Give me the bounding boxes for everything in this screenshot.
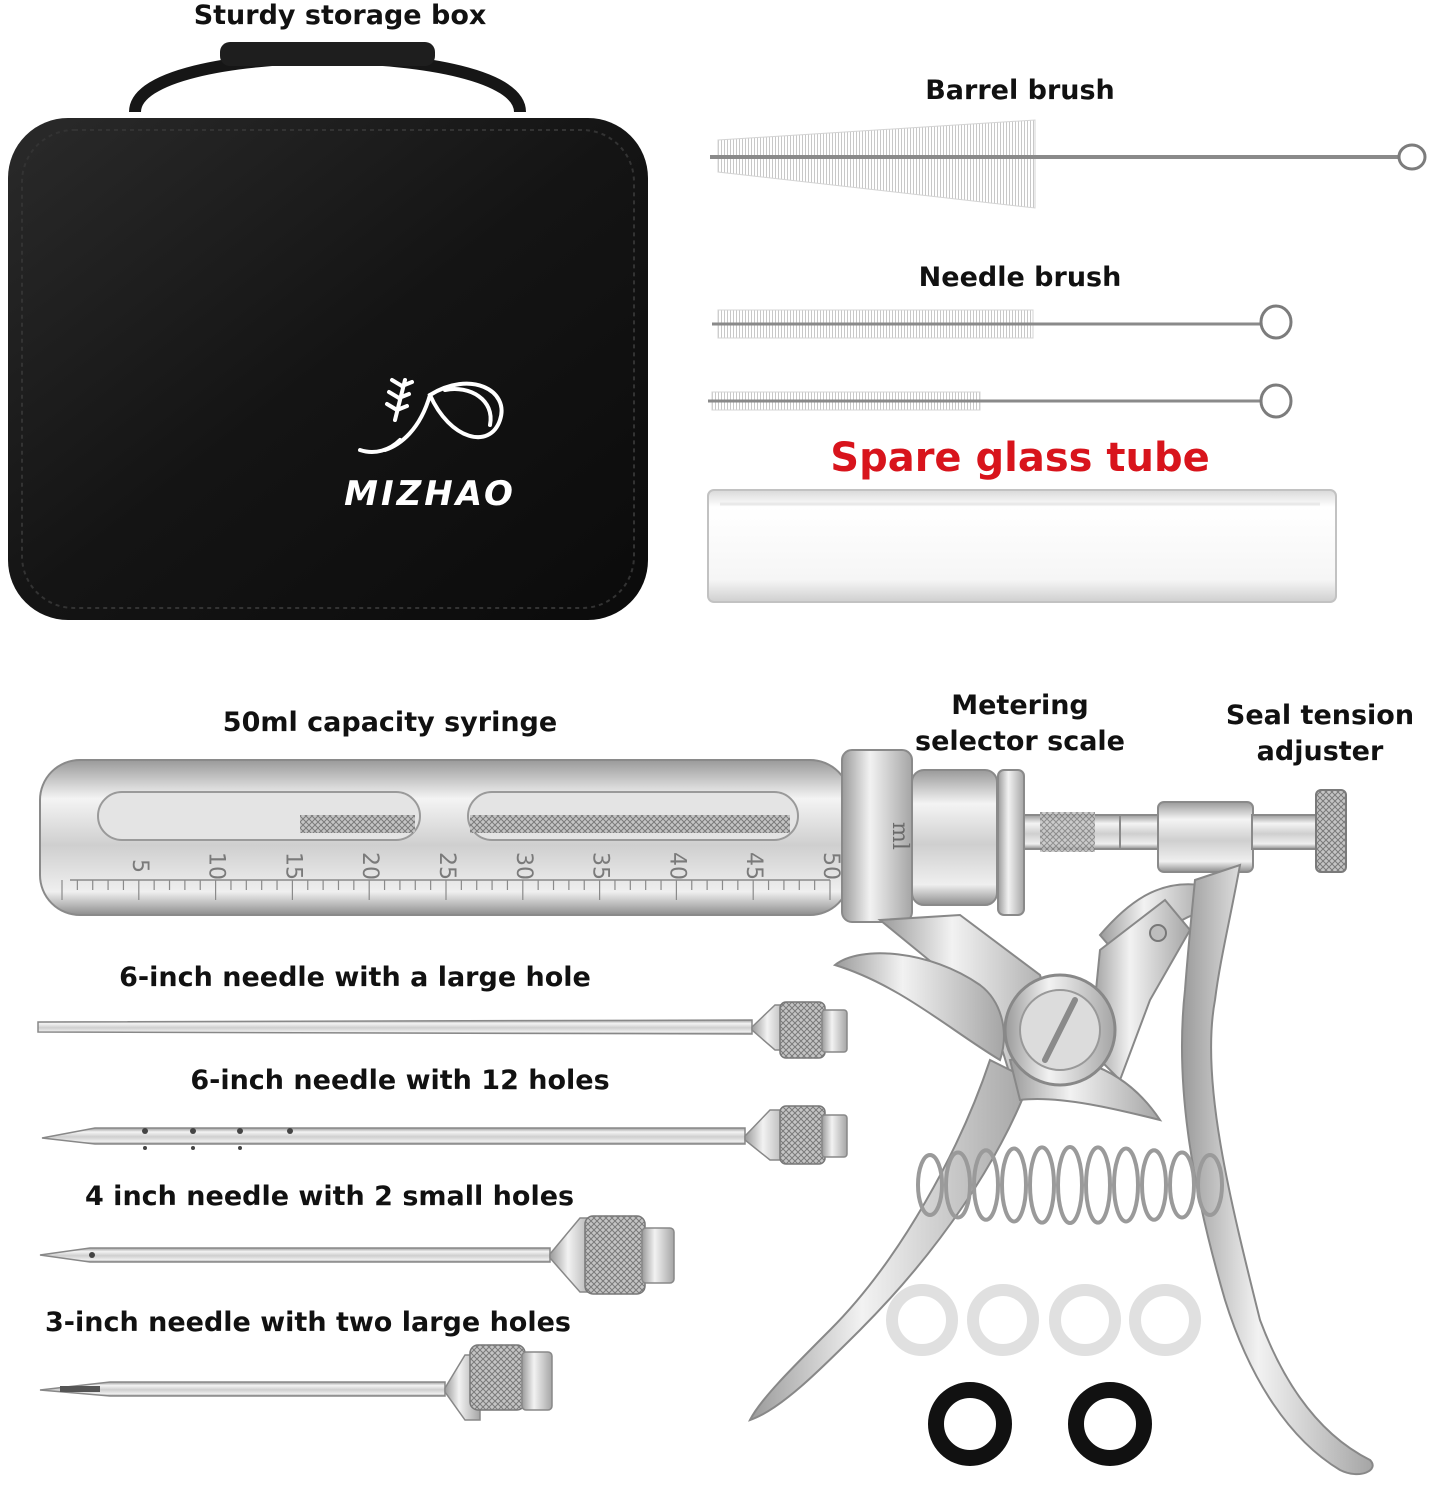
barrel-brush bbox=[710, 119, 1427, 209]
label-needle-brush: Needle brush bbox=[918, 262, 1122, 293]
scale-number: 30 bbox=[511, 852, 536, 880]
metering-dial bbox=[997, 769, 1025, 916]
barrel-scale-ticks bbox=[61, 880, 831, 900]
label-spare-glass-tube: Spare glass tube bbox=[830, 435, 1210, 481]
case-handle bbox=[129, 52, 526, 114]
spring-coil bbox=[1000, 1146, 1028, 1224]
spring-coil bbox=[1168, 1150, 1196, 1220]
spring-coil bbox=[1140, 1148, 1168, 1222]
spare-glass-tube bbox=[707, 489, 1337, 603]
label-needle-two-large-holes: 3-inch needle with two large holes bbox=[45, 1307, 571, 1338]
label-seal-tension: Seal tension adjuster bbox=[1225, 700, 1415, 767]
label-needle-large-hole: 6-inch needle with a large hole bbox=[119, 962, 591, 993]
storage-case: MIZHAO bbox=[8, 42, 648, 620]
case-handle-grip bbox=[220, 42, 435, 66]
label-syringe: 50ml capacity syringe bbox=[222, 707, 558, 738]
case-body bbox=[8, 118, 648, 620]
scale-number: 25 bbox=[434, 852, 459, 880]
trigger-spring bbox=[916, 1145, 1224, 1225]
spring-coil bbox=[916, 1153, 944, 1217]
spring-coil bbox=[1084, 1145, 1112, 1225]
scale-number: 5 bbox=[127, 859, 152, 873]
needle-12-holes bbox=[41, 1105, 848, 1165]
needle-2-small-holes bbox=[39, 1215, 675, 1295]
scale-number: 45 bbox=[741, 852, 766, 880]
scale-number: 35 bbox=[588, 852, 613, 880]
barrel-scale-numbers: 5 10 15 20 25 30 35 40 45 50 bbox=[127, 852, 843, 880]
label-barrel-brush: Barrel brush bbox=[925, 75, 1115, 106]
case-zipper bbox=[21, 129, 635, 609]
plunger-assembly bbox=[1023, 789, 1347, 873]
spring-coil bbox=[1196, 1153, 1224, 1217]
label-needle-12-holes: 6-inch needle with 12 holes bbox=[190, 1065, 610, 1096]
needle-two-large-holes bbox=[39, 1344, 553, 1421]
spare-silicone-rings bbox=[886, 1284, 1201, 1356]
scale-number: 10 bbox=[204, 852, 229, 880]
label-metering-selector: Metering selector scale bbox=[915, 690, 1125, 757]
brand-logo bbox=[358, 378, 504, 454]
spring-coil bbox=[1056, 1145, 1084, 1225]
label-needle-2-small-holes: 4 inch needle with 2 small holes bbox=[85, 1181, 575, 1212]
spring-coil bbox=[944, 1150, 972, 1220]
brush-loop bbox=[1397, 143, 1427, 171]
needle-large-hole bbox=[37, 1001, 848, 1059]
needle-brush-1 bbox=[712, 304, 1293, 340]
scale-number: 40 bbox=[664, 852, 689, 880]
label-storage-box: Sturdy storage box bbox=[193, 0, 487, 31]
unit-mark: ml bbox=[887, 822, 912, 850]
scale-number: 15 bbox=[280, 852, 305, 880]
needle-brush-2 bbox=[708, 383, 1293, 419]
syringe-handle bbox=[748, 863, 1374, 1476]
spring-coil bbox=[972, 1148, 1000, 1222]
spare-black-rings bbox=[928, 1382, 1152, 1466]
spring-coil bbox=[1112, 1146, 1140, 1224]
scale-number: 50 bbox=[818, 852, 843, 880]
seal-tension-knob bbox=[1315, 789, 1347, 873]
syringe-barrel: 5 10 15 20 25 30 35 40 45 50 ml bbox=[39, 749, 1025, 923]
case-brand-text: MIZHAO bbox=[344, 474, 516, 514]
scale-number: 20 bbox=[357, 852, 382, 880]
spring-coil bbox=[1028, 1145, 1056, 1225]
